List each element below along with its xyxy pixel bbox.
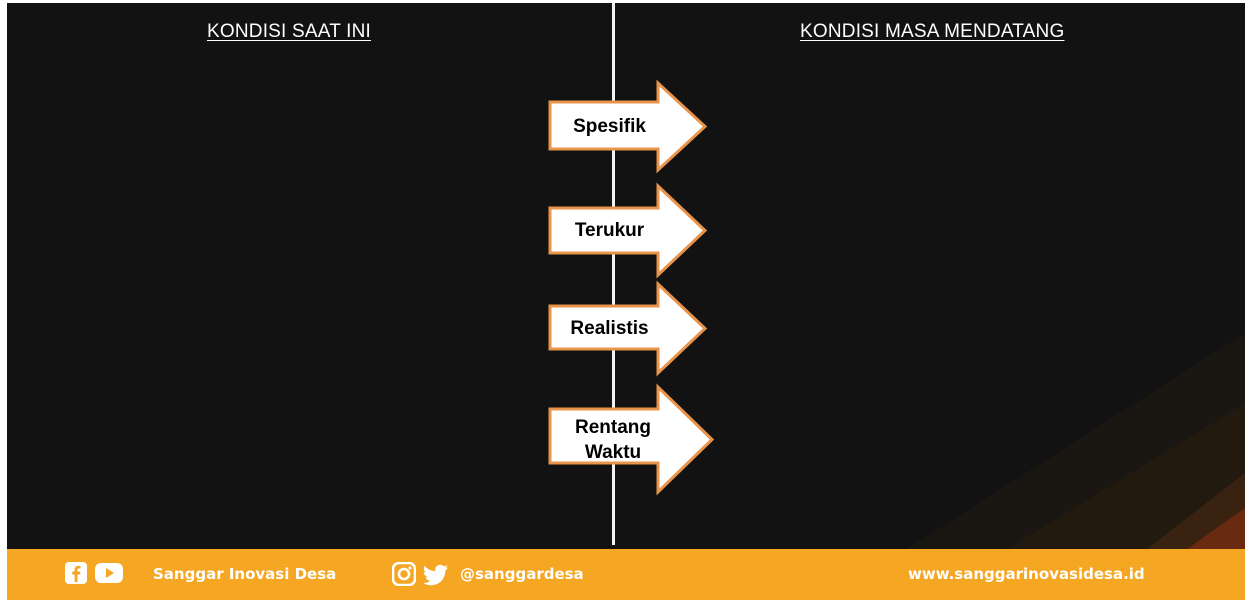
background-mountain-shape bbox=[907, 333, 1245, 549]
arrow-layer bbox=[548, 79, 715, 496]
heading-current-condition: KONDISI SAAT INI bbox=[207, 21, 372, 42]
arrow-label-line: Terukur bbox=[574, 220, 645, 241]
instagram-icon[interactable] bbox=[392, 562, 416, 586]
footer-brand-name: Sanggar Inovasi Desa bbox=[153, 565, 337, 583]
arrow-shape-1 bbox=[548, 79, 708, 174]
arrow-label-line: Waktu bbox=[584, 441, 642, 463]
arrow-label-line: Spesifik bbox=[573, 116, 646, 137]
arrow-label-2: Terukur bbox=[552, 218, 667, 243]
footer-bar: Sanggar Inovasi Desa @sanggardesa www.sa… bbox=[7, 549, 1245, 600]
twitter-icon[interactable] bbox=[423, 564, 449, 586]
arrow-shape-3 bbox=[548, 280, 708, 377]
arrow-label-line: Rentang bbox=[575, 416, 651, 438]
slide-canvas: KONDISI SAAT INI KONDISI MASA MENDATANG … bbox=[7, 3, 1245, 549]
footer-social-handle: @sanggardesa bbox=[460, 565, 584, 583]
center-divider-line bbox=[612, 3, 615, 545]
arrow-label-1: Spesifik bbox=[552, 114, 667, 139]
arrow-label-line: Realistis bbox=[570, 318, 649, 339]
arrow-shape-2 bbox=[548, 182, 708, 279]
heading-future-condition: KONDISI MASA MENDATANG bbox=[800, 21, 1065, 42]
youtube-icon[interactable] bbox=[95, 562, 123, 584]
arrow-label-3: Realistis bbox=[552, 316, 667, 341]
facebook-icon[interactable] bbox=[65, 562, 87, 584]
footer-website[interactable]: www.sanggarinovasidesa.id bbox=[908, 565, 1145, 583]
arrow-shape-4 bbox=[548, 383, 715, 496]
